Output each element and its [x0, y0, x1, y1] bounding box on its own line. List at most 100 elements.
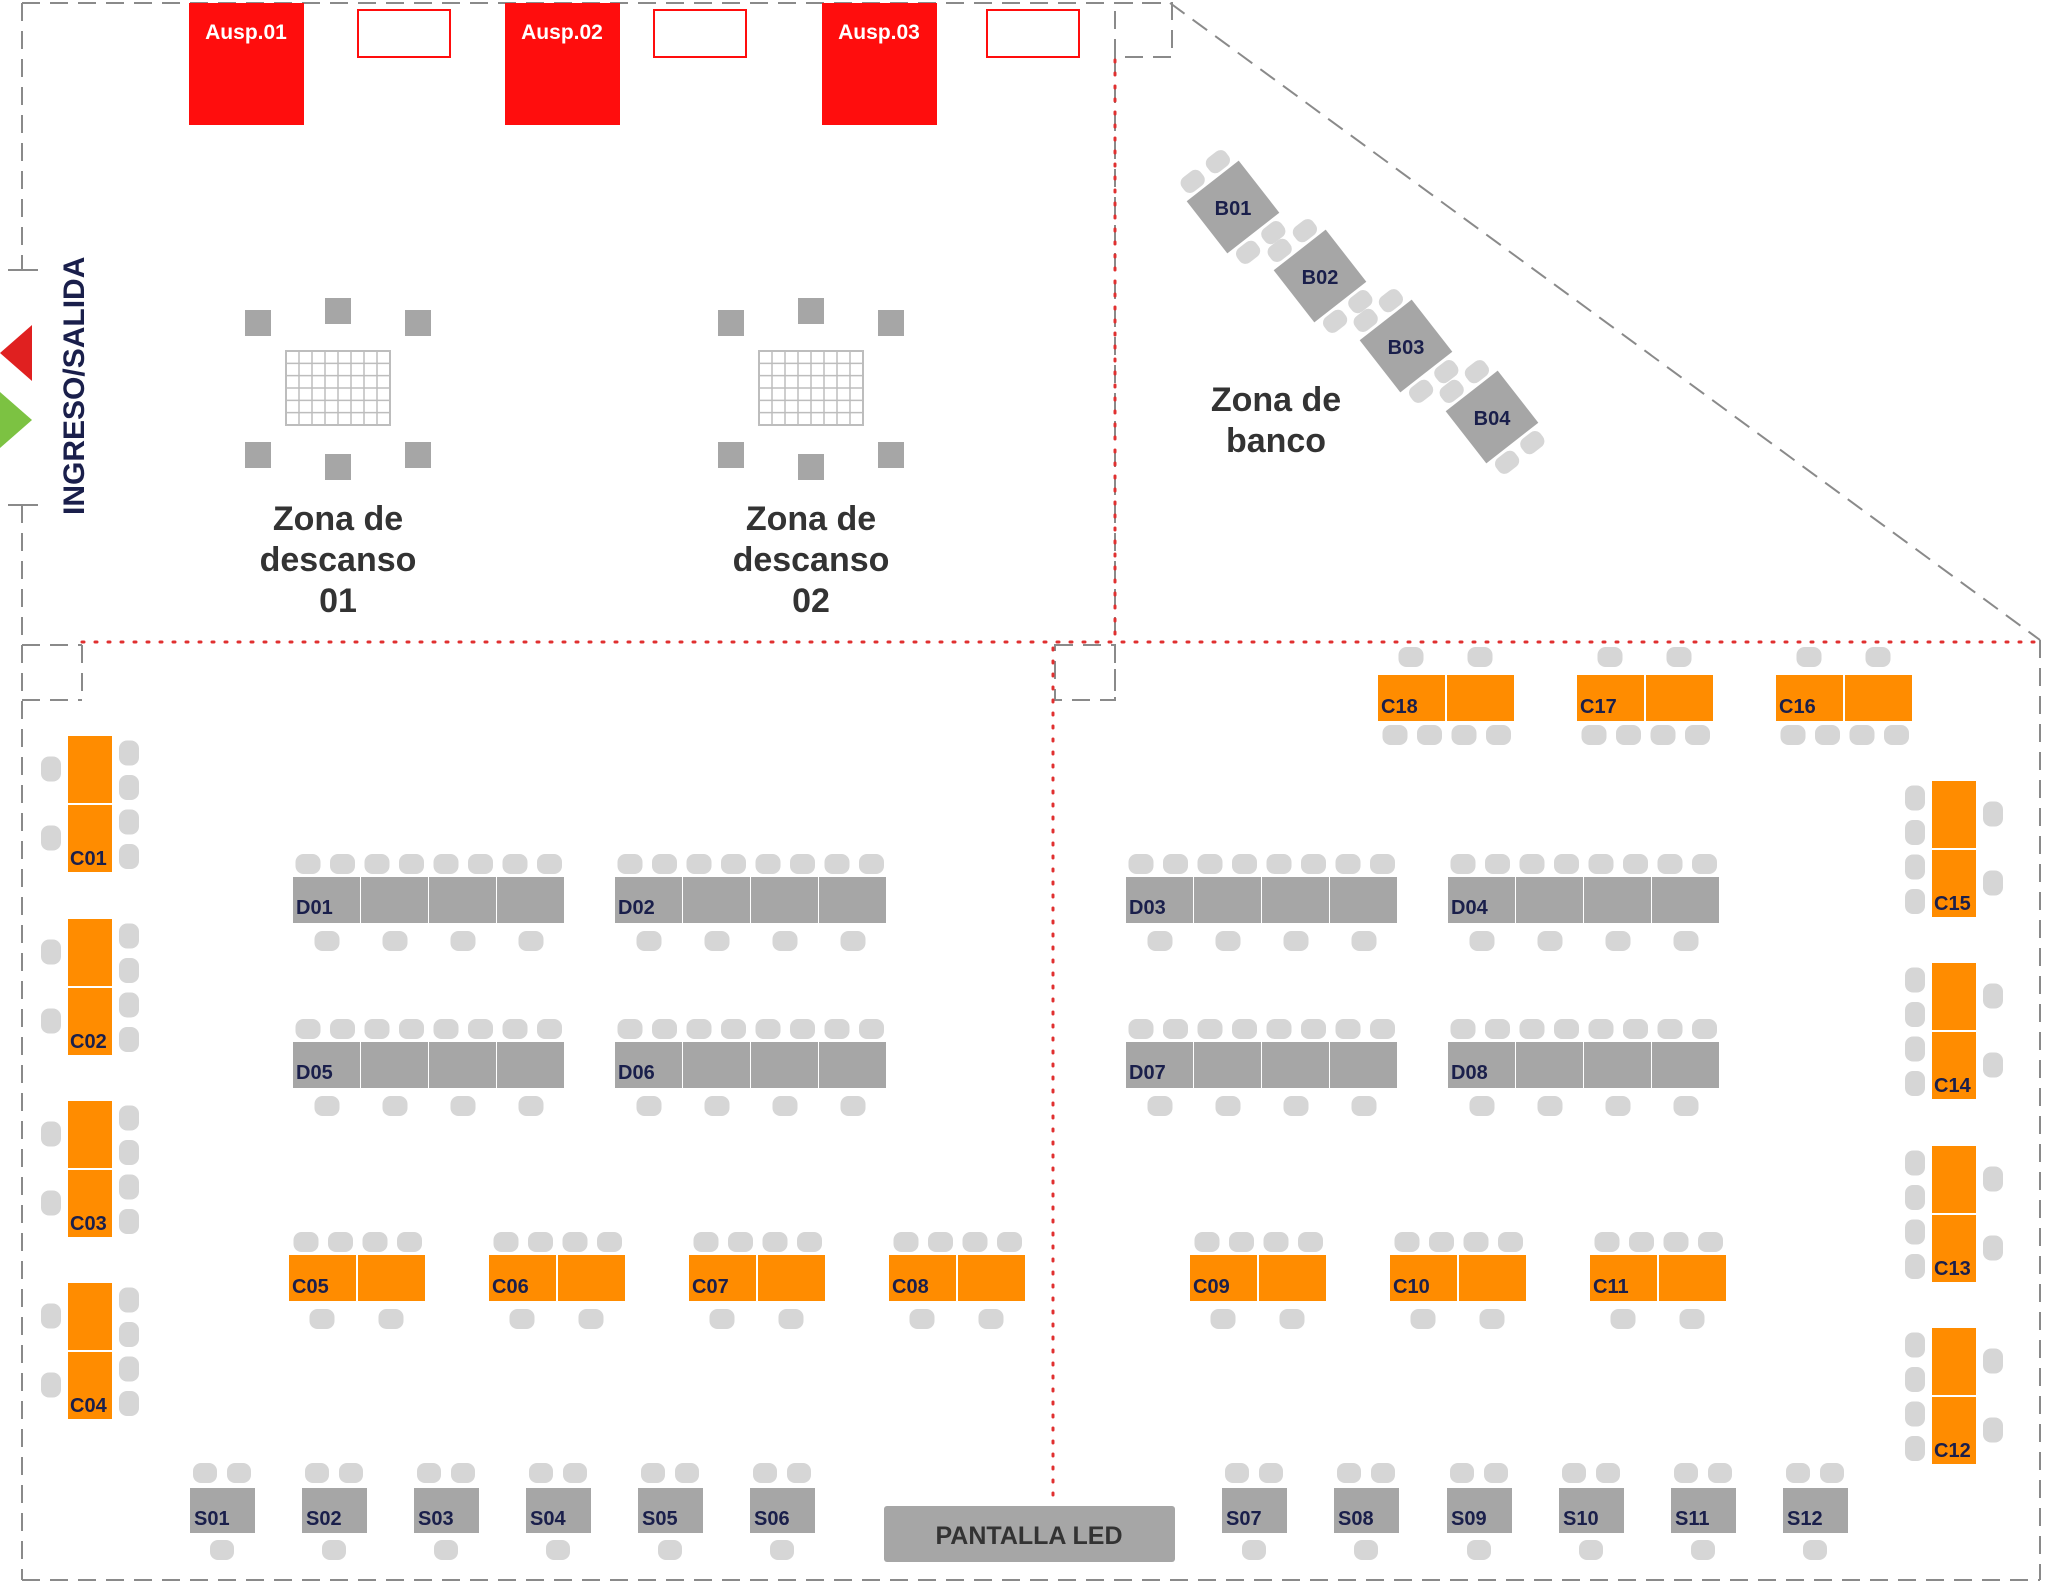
s-table-label: S08 [1338, 1508, 1374, 1530]
chair [1335, 1019, 1361, 1039]
d-table-segment [1126, 877, 1193, 923]
chair [1236, 240, 1261, 264]
zone-label-bank: Zona de banco [1211, 381, 1341, 460]
entrance-arrows [0, 325, 32, 448]
chair [450, 931, 476, 951]
chair [493, 1232, 519, 1252]
chair [1983, 1348, 2003, 1374]
chair [617, 854, 643, 874]
chair [893, 1232, 919, 1252]
chair [1610, 1309, 1636, 1329]
chair [1983, 983, 2003, 1009]
chair [1905, 1150, 1925, 1176]
chair [1629, 1232, 1654, 1252]
chair [1596, 1463, 1620, 1483]
c-table-segment [68, 1352, 112, 1419]
bank-table-body [1439, 360, 1545, 474]
chair [636, 1096, 662, 1116]
chair [1495, 450, 1520, 474]
chair [1232, 1019, 1257, 1039]
sponsor-booth-label: Ausp.01 [205, 21, 287, 44]
svg-text:Zona de: Zona de [746, 500, 876, 538]
chair [1266, 854, 1292, 874]
chair [399, 854, 424, 874]
c-table-c05: C05 [289, 1232, 425, 1329]
s-table-top [1222, 1488, 1287, 1533]
d-table-segment [1262, 877, 1329, 923]
svg-text:banco: banco [1226, 422, 1326, 460]
chair [322, 1540, 346, 1560]
d-table-segment [1330, 877, 1397, 923]
chair [840, 1096, 866, 1116]
chair [468, 854, 493, 874]
chair [1469, 931, 1495, 951]
chair [1588, 1019, 1614, 1039]
chair [1439, 379, 1464, 403]
s-table-top [750, 1488, 815, 1533]
lounge-grid-icon [758, 350, 864, 426]
sponsor-booth-fill [822, 3, 937, 125]
svg-text:descanso: descanso [733, 541, 890, 579]
chair [518, 1096, 544, 1116]
rest-zone-2 [718, 298, 904, 480]
stool [325, 298, 351, 324]
s-table-s11: S11 [1671, 1463, 1736, 1560]
s-table-label: S12 [1787, 1508, 1823, 1530]
chair [617, 1019, 643, 1039]
chair [1354, 1540, 1378, 1560]
d-table-segment [1652, 877, 1719, 923]
sponsor-booth-3: Ausp.03 [822, 3, 937, 125]
chair [1266, 1019, 1292, 1039]
chair [1698, 1232, 1723, 1252]
stool [798, 298, 824, 324]
c-table-segment [68, 988, 112, 1055]
chair [1409, 379, 1434, 403]
chair [1581, 725, 1607, 745]
d-table-d02: D02 [615, 854, 886, 951]
chair [704, 931, 730, 951]
s-table-top [1559, 1488, 1624, 1533]
chair [1673, 1096, 1699, 1116]
s-table-top [414, 1488, 479, 1533]
c-table-segment [1590, 1255, 1657, 1301]
stool [245, 310, 271, 336]
d-table-segment [1194, 877, 1261, 923]
chair [675, 1463, 699, 1483]
c-table-label: C11 [1593, 1276, 1629, 1298]
chair [721, 854, 746, 874]
chair [1469, 1096, 1495, 1116]
chair [1467, 647, 1493, 667]
chair [41, 1303, 61, 1329]
stool [405, 442, 431, 468]
chair [709, 1309, 735, 1329]
chair [1796, 647, 1822, 667]
arrow-right-green-icon [0, 392, 32, 448]
c-table-segment [489, 1255, 556, 1301]
rest-zones [245, 298, 904, 480]
d-table-segment [1262, 1042, 1329, 1088]
d-table-d07: D07 [1126, 1019, 1397, 1116]
chair [1370, 1019, 1395, 1039]
d-table-segment [429, 877, 496, 923]
bank-table-top [1186, 160, 1280, 254]
venue-walls [21, 2, 2041, 1581]
bank-table-body [1353, 289, 1459, 403]
c-table-label: C02 [70, 1031, 107, 1053]
c-table-segment [1845, 675, 1912, 721]
stool [718, 310, 744, 336]
stool [878, 310, 904, 336]
chair [1685, 725, 1710, 745]
svg-text:01: 01 [319, 582, 357, 620]
d-table-segment [683, 1042, 750, 1088]
chair [1371, 1463, 1395, 1483]
d-table-segment [1584, 1042, 1651, 1088]
chair [1597, 647, 1623, 667]
chair [1128, 854, 1154, 874]
chair [704, 1096, 730, 1116]
d-table-d08: D08 [1448, 1019, 1719, 1116]
chair [1242, 1540, 1266, 1560]
chair [1520, 431, 1545, 455]
chair [1674, 1463, 1698, 1483]
chair [1382, 725, 1408, 745]
